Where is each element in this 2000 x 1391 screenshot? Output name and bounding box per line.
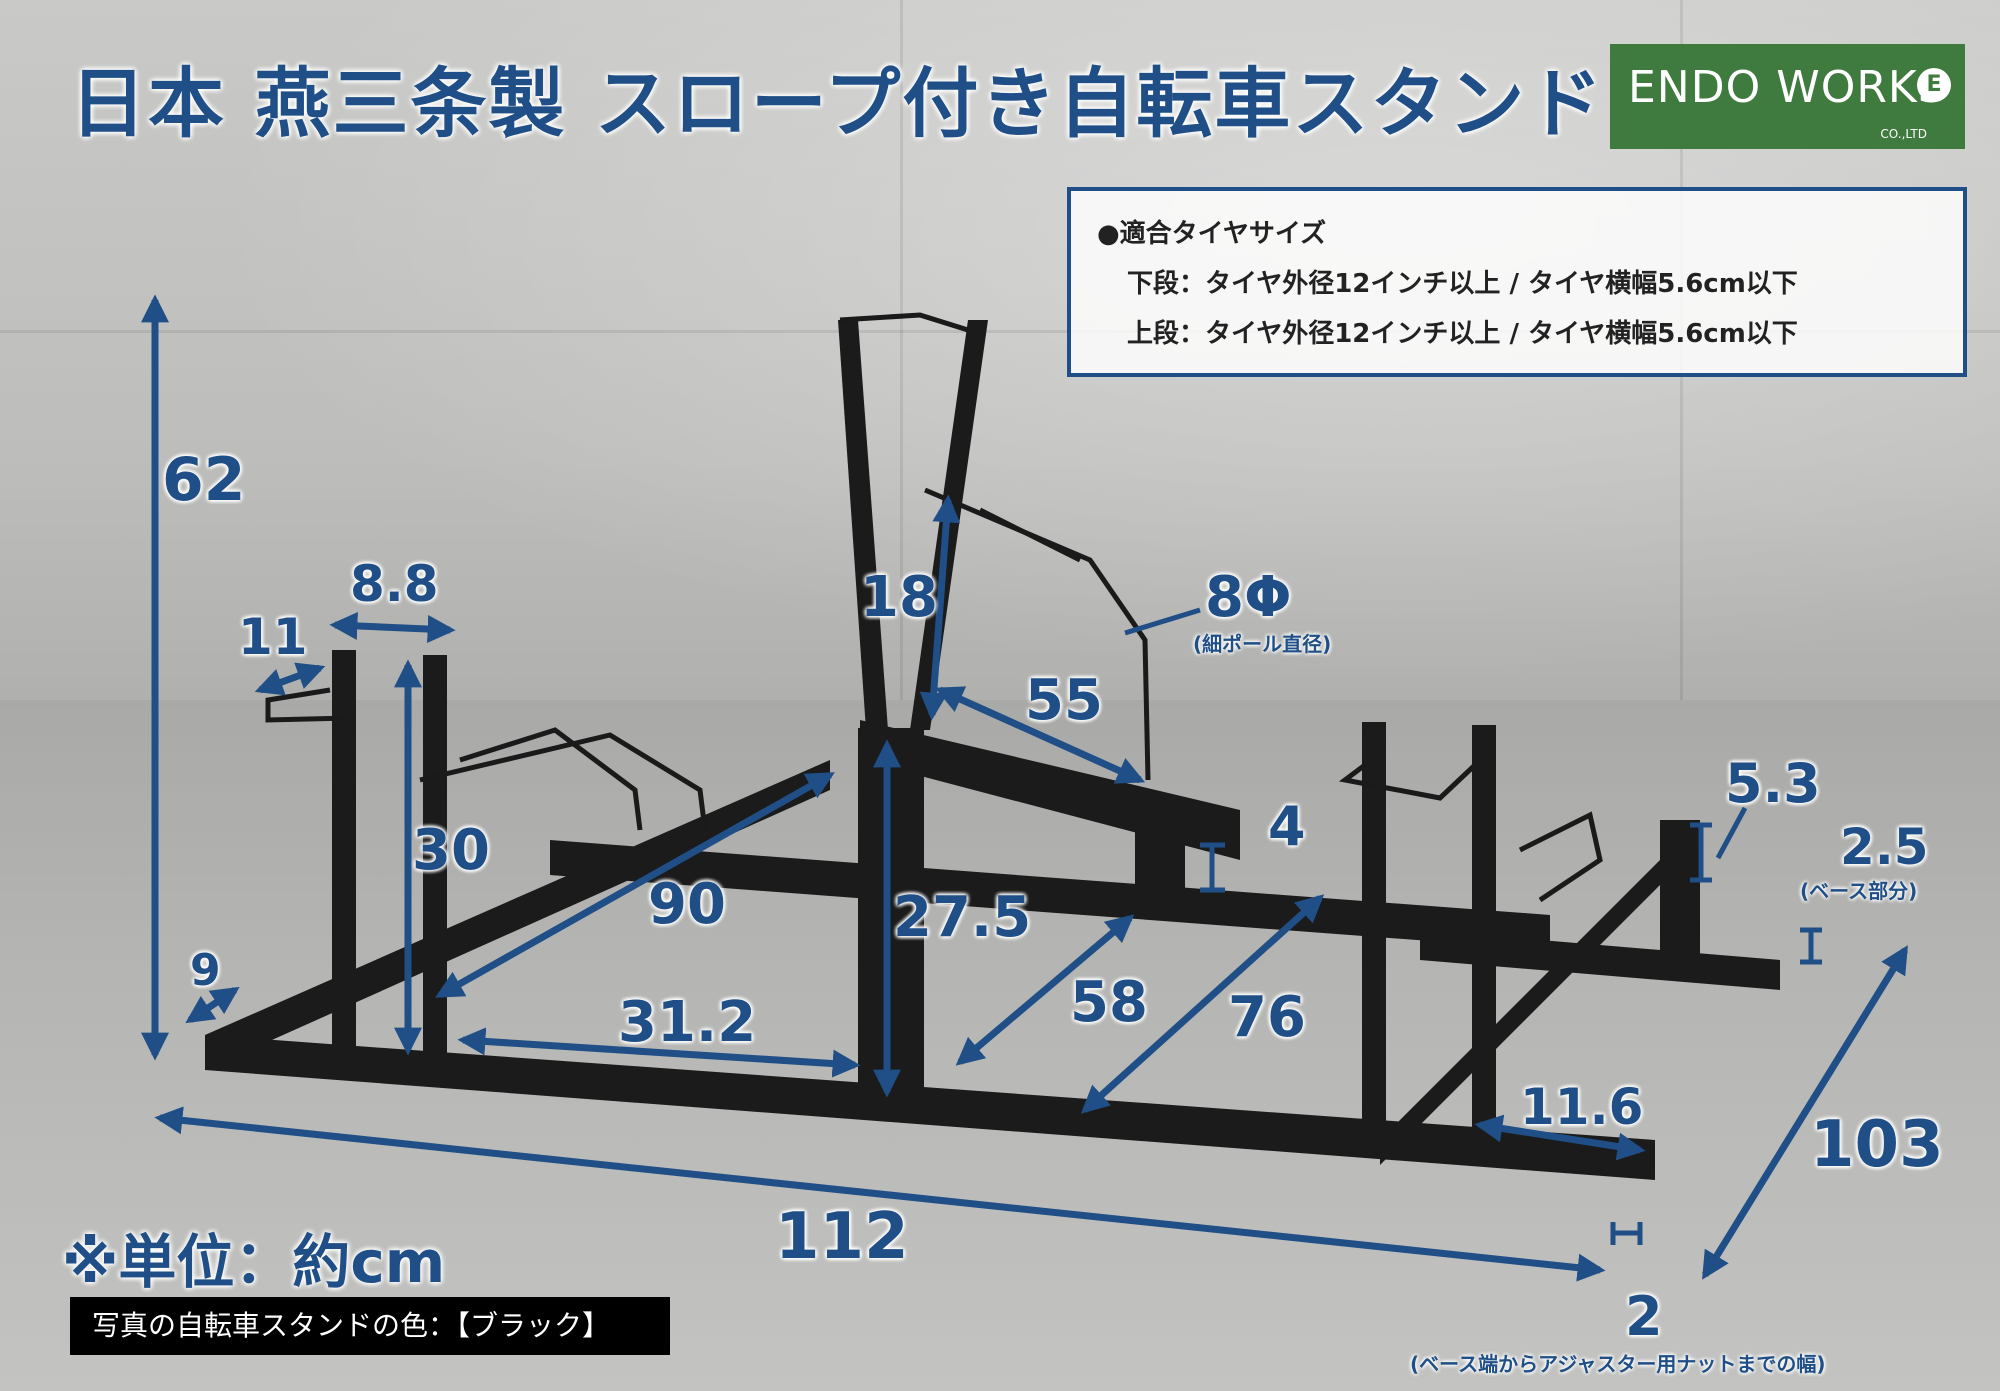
dim-30: 30 (412, 818, 490, 883)
spec-upper-tier: 上段：タイヤ外径12インチ以上 / タイヤ横幅5.6cm以下 (1127, 319, 1798, 349)
spec-lower-tier: 下段：タイヤ外径12インチ以上 / タイヤ横幅5.6cm以下 (1127, 269, 1798, 299)
color-note: 写真の自転車スタンドの色：【ブラック】 (70, 1297, 670, 1355)
tire-spec-box: ●適合タイヤサイズ 下段：タイヤ外径12インチ以上 / タイヤ横幅5.6cm以下… (1067, 187, 1967, 377)
dim-58: 58 (1070, 970, 1148, 1035)
dim-8phi-note: (細ポール直径) (1193, 632, 1332, 656)
dim-90: 90 (648, 872, 726, 937)
dim-9: 9 (190, 945, 221, 996)
dim-11-6: 11.6 (1520, 1078, 1644, 1136)
dim-31-2: 31.2 (618, 990, 757, 1055)
dim-8-8: 8.8 (350, 555, 439, 613)
dim-5-3: 5.3 (1725, 752, 1821, 815)
dim-55: 55 (1025, 668, 1103, 733)
logo-subtitle: CO.,LTD (1880, 127, 1927, 141)
dim-103: 103 (1810, 1108, 1944, 1182)
logo-emblem-icon: E (1917, 68, 1951, 102)
dim-2-5-note: (ベース部分) (1800, 879, 1918, 903)
dim-height-total: 62 (162, 445, 246, 515)
page-title: 日本 燕三条製 スロープ付き自転車スタンド (70, 59, 1605, 148)
logo-name: ENDO WORKS (1628, 62, 1947, 113)
dim-27-5: 27.5 (893, 885, 1032, 950)
dim-11: 11 (238, 608, 308, 666)
company-logo: ENDO WORKS E CO.,LTD (1610, 44, 1965, 149)
dim-2-note: (ベース端からアジャスター用ナットまでの幅) (1410, 1352, 1826, 1376)
dim-2: 2 (1625, 1285, 1663, 1348)
spec-heading: ●適合タイヤサイズ (1097, 219, 1327, 249)
unit-note: ※単位：約cm (62, 1228, 446, 1296)
dim-112: 112 (775, 1200, 909, 1274)
dim-76: 76 (1228, 985, 1306, 1050)
dim-18: 18 (860, 565, 938, 630)
dim-4: 4 (1268, 795, 1306, 858)
dim-8phi: 8Φ (1205, 565, 1292, 630)
dim-2-5: 2.5 (1840, 818, 1929, 876)
